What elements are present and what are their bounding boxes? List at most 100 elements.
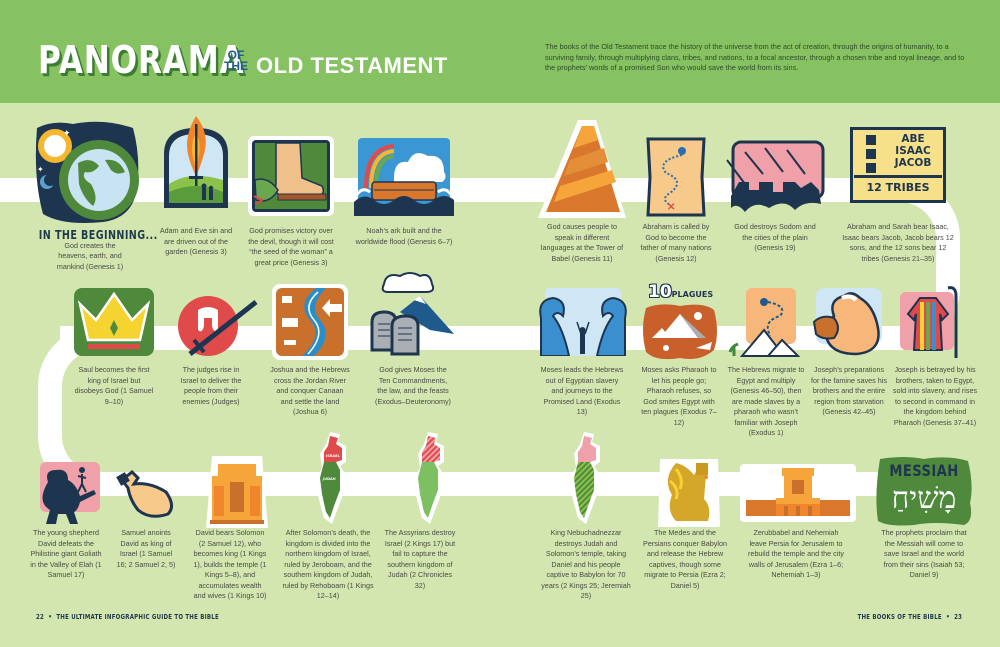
event-assyria: The Assyrians destroy Israel (2 Kings 17… — [382, 528, 458, 591]
plague-count: 10 — [648, 282, 672, 302]
event-sodom: God destroys Sodom and the cities of the… — [729, 222, 821, 254]
helmet-sword-icon — [176, 296, 260, 360]
event-caption: God gives Moses the Ten Commandments, th… — [375, 365, 451, 406]
pyramids-route-icon — [728, 288, 801, 358]
event-heading: IN THE BEGINNING... — [38, 228, 158, 242]
sign-line: JACOB — [894, 157, 932, 169]
patriarchs-sign-icon: ABE ISAAC JACOB 12 TRIBES — [848, 125, 948, 205]
event-caption: Samuel anoints David as king of Israel (… — [116, 528, 176, 569]
event-caption: David bears Solomon (2 Samuel 12), who b… — [193, 528, 267, 600]
ten-plagues-icon: 10PLAGUES — [640, 282, 720, 362]
event-egypt-migration: The Hebrews migrate to Egypt and multipl… — [725, 365, 807, 439]
svg-text:✦: ✦ — [63, 128, 71, 138]
event-fall: Adam and Eve sin and are driven out of t… — [155, 226, 237, 258]
svg-text:✕: ✕ — [667, 202, 675, 213]
title-the: THE — [224, 59, 248, 73]
burning-city-icon — [725, 140, 825, 214]
event-patriarchs: Abraham and Sarah bear Isaac, Isaac bear… — [840, 222, 956, 264]
flaming-sword-garden-icon — [160, 114, 232, 208]
event-caption: Noah’s ark built and the worldwide flood… — [355, 226, 453, 246]
sign-line: ABE — [901, 133, 925, 145]
event-sinai: God gives Moses the Ten Commandments, th… — [374, 365, 452, 407]
temple-icon — [202, 456, 272, 528]
sign-line: ISAAC — [895, 145, 931, 157]
event-caption: The judges rise in Israel to deliver the… — [180, 365, 242, 406]
winged-lion-icon — [656, 455, 722, 527]
grain-sack-icon — [812, 288, 886, 358]
messiah-badge-icon: MESSIAH מָשִׁיחַ — [874, 455, 974, 527]
event-caption: The Assyrians destroy Israel (2 Kings 17… — [384, 528, 456, 590]
page-title: PANORAMA — [38, 38, 245, 82]
event-caption: Moses leads the Hebrews out of Egyptian … — [540, 365, 624, 416]
event-judges: The judges rise in Israel to deliver the… — [176, 365, 246, 407]
rebuilt-temple-walls-icon — [740, 462, 856, 522]
intro-paragraph: The books of the Old Testament trace the… — [545, 42, 965, 73]
event-caption: Joseph is betrayed by his brothers, take… — [892, 365, 978, 427]
event-caption: After Solomon’s death, the kingdom is di… — [282, 528, 374, 600]
event-caption: God promises victory over the devil, tho… — [248, 226, 334, 267]
event-caption: God destroys Sodom and the cities of the… — [734, 222, 816, 252]
map-label-israel: ISRAEL — [326, 454, 341, 458]
event-caption: Zerubbabel and Nehemiah leave Persia for… — [748, 528, 844, 579]
event-caption: Abraham and Sarah bear Isaac, Isaac bear… — [842, 222, 954, 263]
event-caption: Adam and Eve sin and are driven out of t… — [159, 226, 233, 256]
event-famine: Joseph’s preparations for the famine sav… — [810, 365, 888, 418]
svg-text:✦: ✦ — [37, 165, 44, 174]
footer-right: THE BOOKS OF THE BIBLE • 23 — [857, 613, 962, 621]
event-caption: King Nebuchadnezzar destroys Judah and S… — [541, 528, 631, 600]
event-caption: The Hebrews migrate to Egypt and multipl… — [727, 365, 805, 437]
foot-crushing-serpent-icon — [248, 136, 334, 216]
event-babylon: King Nebuchadnezzar destroys Judah and S… — [540, 528, 632, 602]
event-joseph-betrayed: Joseph is betrayed by his brothers, take… — [890, 365, 980, 428]
event-david-goliath: The young shepherd David defeats the Phi… — [30, 528, 102, 581]
tower-of-babel-icon — [538, 120, 626, 218]
coat-of-many-colors-icon — [898, 284, 962, 360]
event-anointing: Samuel anoints David as king of Israel (… — [114, 528, 178, 570]
event-conquest: Joshua and the Hebrews cross the Jordan … — [270, 365, 350, 418]
event-babel: God causes people to speak in different … — [538, 222, 626, 264]
anointing-oil-flask-icon — [116, 469, 176, 520]
event-divided-kingdom: After Solomon’s death, the kingdom is di… — [280, 528, 376, 602]
ark-rainbow-icon — [354, 138, 454, 216]
assyria-conquest-map-icon — [410, 432, 450, 524]
event-caption: The young shepherd David defeats the Phi… — [30, 528, 102, 579]
event-caption: Joshua and the Hebrews cross the Jordan … — [270, 365, 350, 416]
title-of: OF — [227, 48, 245, 62]
event-saul: Saul becomes the first king of Israel bu… — [74, 365, 154, 407]
event-exodus: Moses leads the Hebrews out of Egyptian … — [540, 365, 624, 418]
event-caption: The Medes and the Persians conquer Babyl… — [643, 528, 727, 590]
parting-sea-icon — [537, 288, 629, 357]
event-protoevangelium: God promises victory over the devil, tho… — [245, 226, 337, 268]
messiah-hebrew: מָשִׁיחַ — [891, 481, 957, 516]
event-caption: Moses asks Pharaoh to let his people go;… — [641, 365, 717, 427]
event-messiah: The prophets proclaim that the Messiah w… — [878, 528, 970, 581]
event-caption: God causes people to speak in different … — [540, 222, 624, 263]
david-goliath-icon — [34, 462, 110, 526]
stone-tablets-mountain-icon — [370, 270, 456, 360]
map-label-judah: JUDAH — [322, 477, 336, 481]
event-caption: Saul becomes the first king of Israel bu… — [74, 365, 154, 406]
event-return: Zerubbabel and Nehemiah leave Persia for… — [744, 528, 848, 581]
event-abraham-call: Abraham is called by God to become the f… — [636, 222, 716, 264]
sign-footer: 12 TRIBES — [866, 181, 930, 194]
crown-icon — [74, 288, 154, 356]
event-caption: Joseph’s preparations for the famine sav… — [811, 365, 887, 416]
earth-sun-moon-icon: ✦ ✦ — [33, 118, 141, 228]
jordan-river-crossing-icon — [272, 284, 348, 360]
event-plagues: Moses asks Pharaoh to let his people go;… — [640, 365, 718, 428]
event-creation: IN THE BEGINNING... God creates the heav… — [26, 228, 158, 272]
page-subtitle: OLD TESTAMENT — [256, 53, 448, 78]
messiah-title: MESSIAH — [889, 461, 959, 480]
event-persia: The Medes and the Persians conquer Babyl… — [642, 528, 728, 591]
event-caption: God creates the heavens, earth, and mank… — [56, 240, 124, 271]
plague-label: PLAGUES — [671, 290, 714, 299]
footer-left: 22 • THE ULTIMATE INFOGRAPHIC GUIDE TO T… — [36, 613, 219, 621]
header-banner: PANORAMA OF THE OLD TESTAMENT The books … — [0, 0, 1000, 103]
title-connector: OF THE — [224, 48, 248, 73]
event-caption: The prophets proclaim that the Messiah w… — [881, 528, 967, 579]
event-solomon: David bears Solomon (2 Samuel 12), who b… — [192, 528, 268, 602]
event-caption: Abraham is called by God to become the f… — [640, 222, 712, 263]
journey-map-icon: ✕ — [646, 137, 706, 217]
divided-kingdom-map-icon: ISRAEL JUDAH — [312, 432, 352, 524]
babylon-exile-map-icon — [566, 432, 606, 524]
